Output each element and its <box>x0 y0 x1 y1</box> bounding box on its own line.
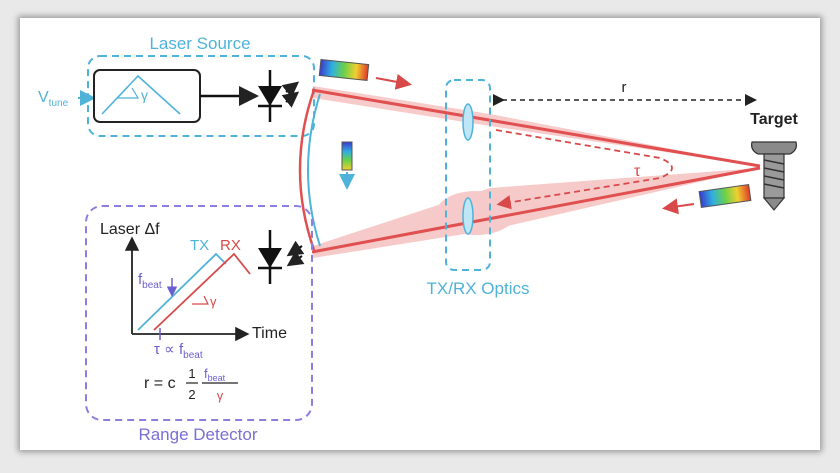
svg-text:r = c: r = c <box>144 375 176 392</box>
beam-glow <box>313 86 760 258</box>
laser-df-label: Laser Δf <box>100 221 160 238</box>
tx-legend: TX <box>190 237 209 254</box>
tx-lens <box>462 103 474 141</box>
time-label: Time <box>252 325 287 342</box>
rx-lens <box>462 197 474 235</box>
ramp-waveform <box>101 74 181 115</box>
tx-ramp-line <box>137 252 227 331</box>
photodiode-icon <box>258 230 305 284</box>
reference-arc <box>298 89 316 251</box>
svg-text:fbeat: fbeat <box>204 366 226 383</box>
range-r-label: r <box>622 79 627 96</box>
range-detector-box <box>85 205 313 421</box>
rx-chirp-spectrum <box>662 184 752 215</box>
rx-beam <box>311 166 761 254</box>
rx-legend: RX <box>220 237 241 254</box>
gamma-label: γ <box>141 87 148 103</box>
tau-prop-label: τ ∝ fbeat <box>154 341 203 361</box>
optics-label: TX/RX Optics <box>427 279 530 298</box>
v-tune-label: Vtune <box>38 89 69 109</box>
rx-ramp-line <box>153 252 251 331</box>
svg-text:γ: γ <box>217 388 224 403</box>
range-detector-label: Range Detector <box>138 425 257 444</box>
tau-label: τ <box>634 163 641 180</box>
tx-chirp-spectrum <box>318 58 412 90</box>
fmcw-lidar-diagram: Laser Source Vtune γ τ TX/RX Optics r Ta… <box>38 34 799 444</box>
reference-arc-inner <box>307 93 321 247</box>
reference-chirp-spectrum <box>339 141 355 190</box>
figure-frame: Laser Source Vtune γ τ TX/RX Optics r Ta… <box>20 18 820 450</box>
laser-diode-icon <box>258 70 300 122</box>
target-label: Target <box>750 111 798 128</box>
chart-gamma-angle <box>192 295 209 305</box>
chart-gamma-label: γ <box>210 294 217 309</box>
svg-text:2: 2 <box>188 387 195 402</box>
fbeat-label: fbeat <box>138 271 162 291</box>
range-formula: r = c 1 2 fbeat γ <box>144 366 238 403</box>
tau-delay-path <box>495 129 673 210</box>
ramp-gamma-angle <box>118 87 140 99</box>
laser-source-label: Laser Source <box>149 34 250 53</box>
svg-text:1: 1 <box>188 366 195 381</box>
target-screw-icon <box>751 141 797 211</box>
optics-box <box>445 79 491 271</box>
tx-beam <box>311 88 761 168</box>
